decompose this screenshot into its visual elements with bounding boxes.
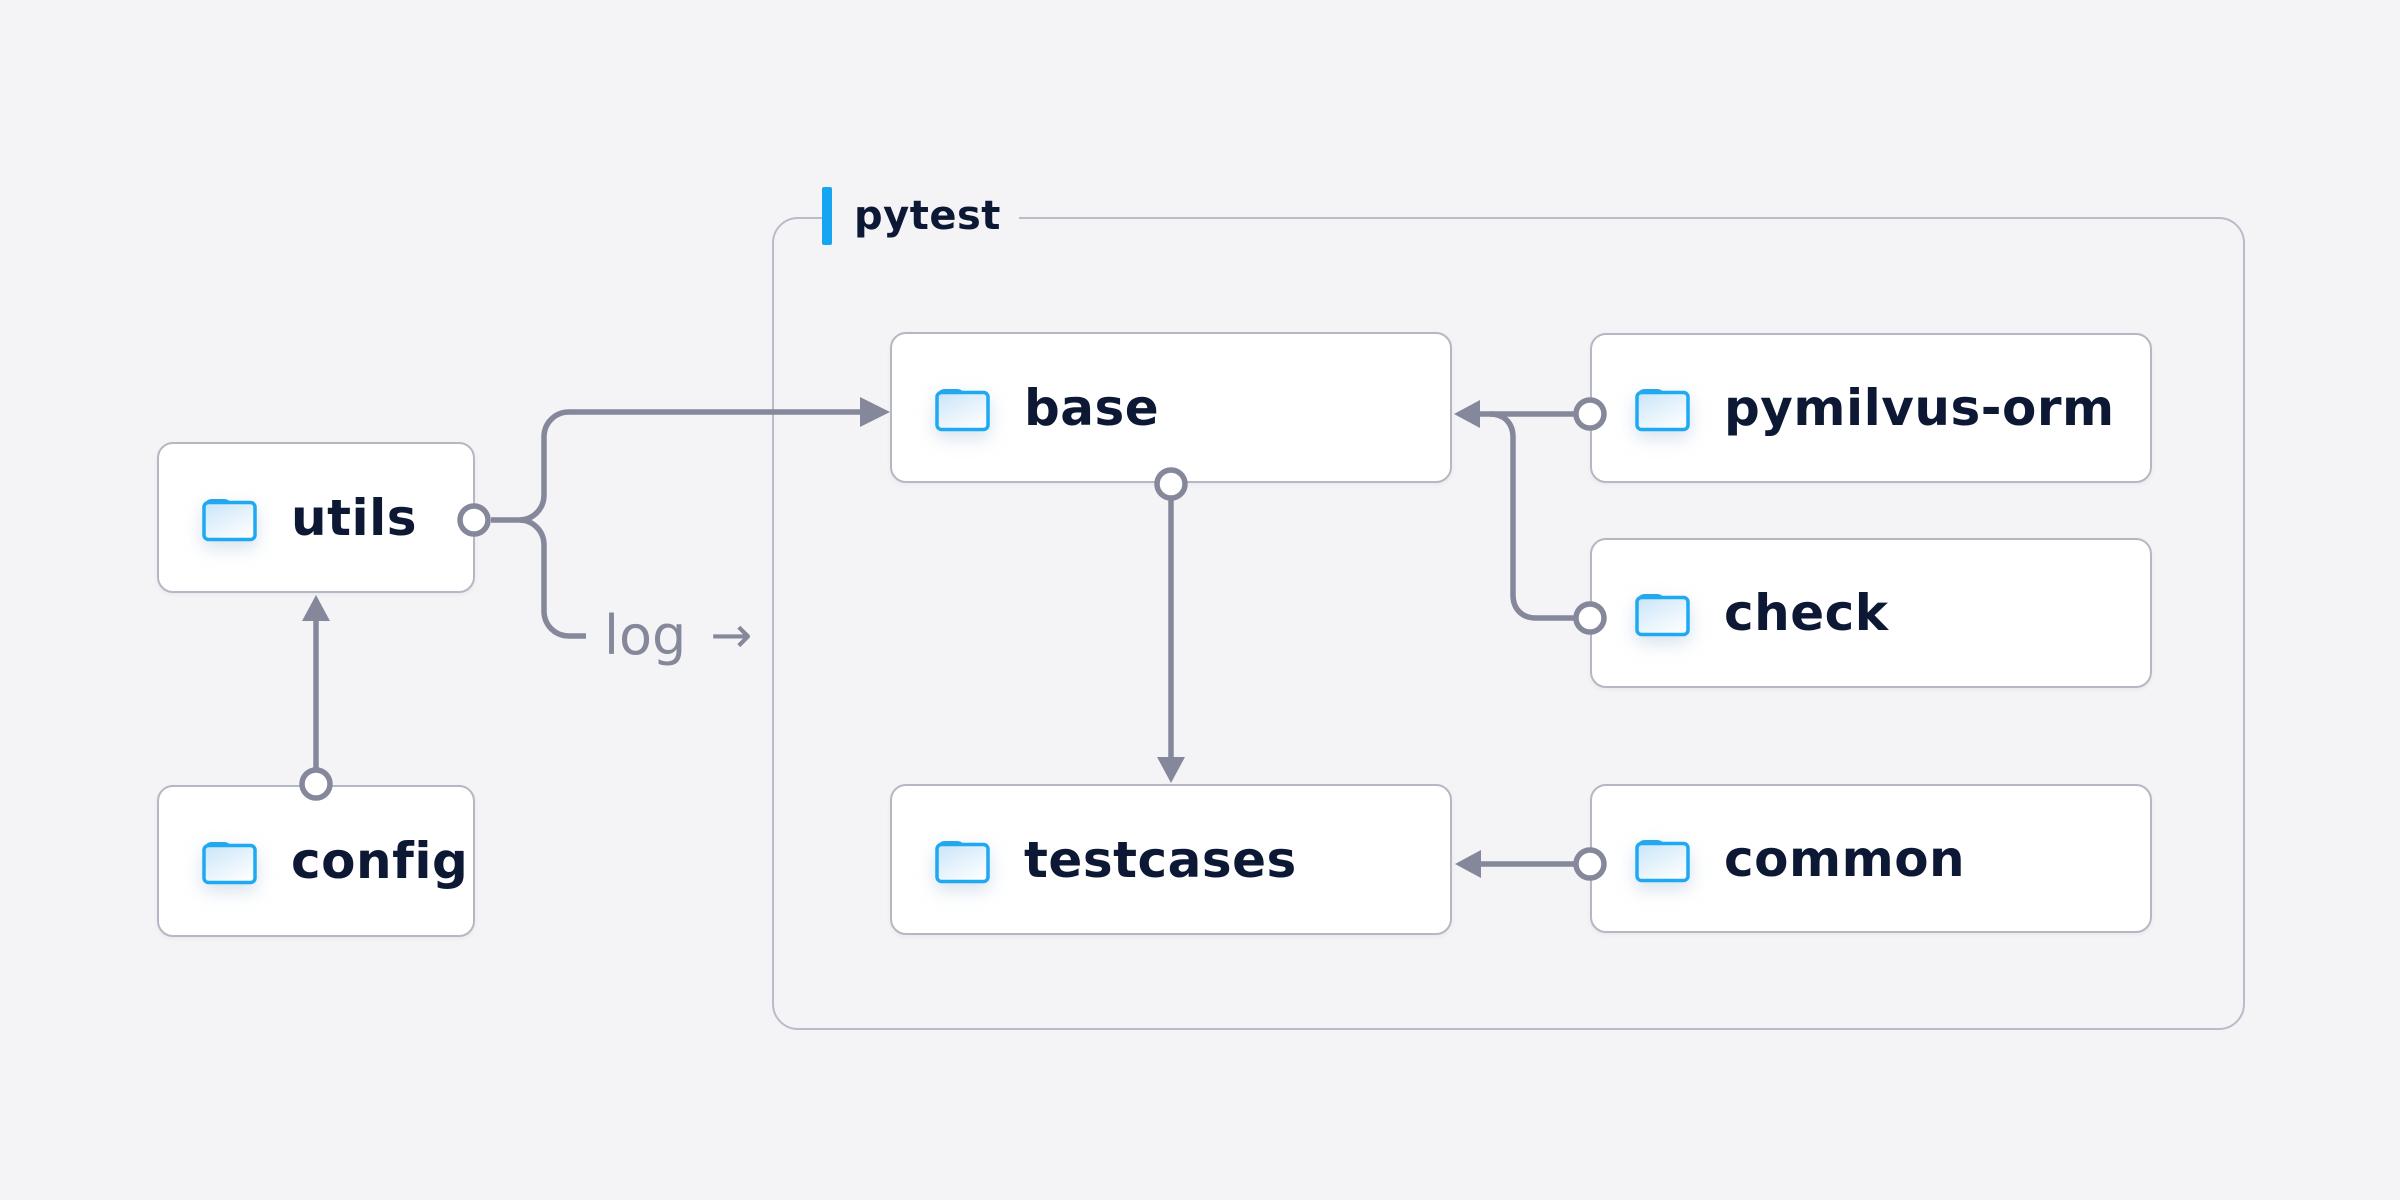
node-label: config	[291, 832, 469, 890]
accent-bar	[822, 187, 832, 245]
node-check: check	[1590, 538, 2152, 688]
node-utils: utils	[157, 442, 475, 593]
log-arrow-icon: →	[710, 606, 753, 664]
node-testcases: testcases	[890, 784, 1452, 935]
node-base: base	[890, 332, 1452, 483]
node-common: common	[1590, 784, 2152, 933]
log-text: log	[604, 603, 687, 667]
node-pymilvus-orm: pymilvus-orm	[1590, 333, 2152, 483]
arrowhead-into-utils	[302, 595, 330, 621]
folder-icon	[197, 492, 261, 544]
pytest-group-label: pytest	[822, 186, 1019, 246]
folder-icon	[197, 835, 261, 887]
node-label: testcases	[1024, 830, 1297, 889]
node-label: base	[1024, 378, 1160, 437]
node-label: utils	[291, 488, 418, 547]
folder-icon	[1630, 833, 1694, 885]
folder-icon	[1630, 382, 1694, 434]
folder-icon	[930, 834, 994, 886]
edge-utils-log	[518, 517, 586, 639]
pytest-group-box	[772, 217, 2245, 1030]
folder-icon	[930, 382, 994, 434]
log-edge-label: log →	[604, 602, 752, 668]
node-label: pymilvus-orm	[1724, 379, 2115, 437]
node-label: check	[1724, 584, 1889, 642]
folder-icon	[1630, 587, 1694, 639]
node-config: config	[157, 785, 475, 937]
node-label: common	[1724, 829, 1966, 888]
group-title: pytest	[854, 193, 1001, 239]
